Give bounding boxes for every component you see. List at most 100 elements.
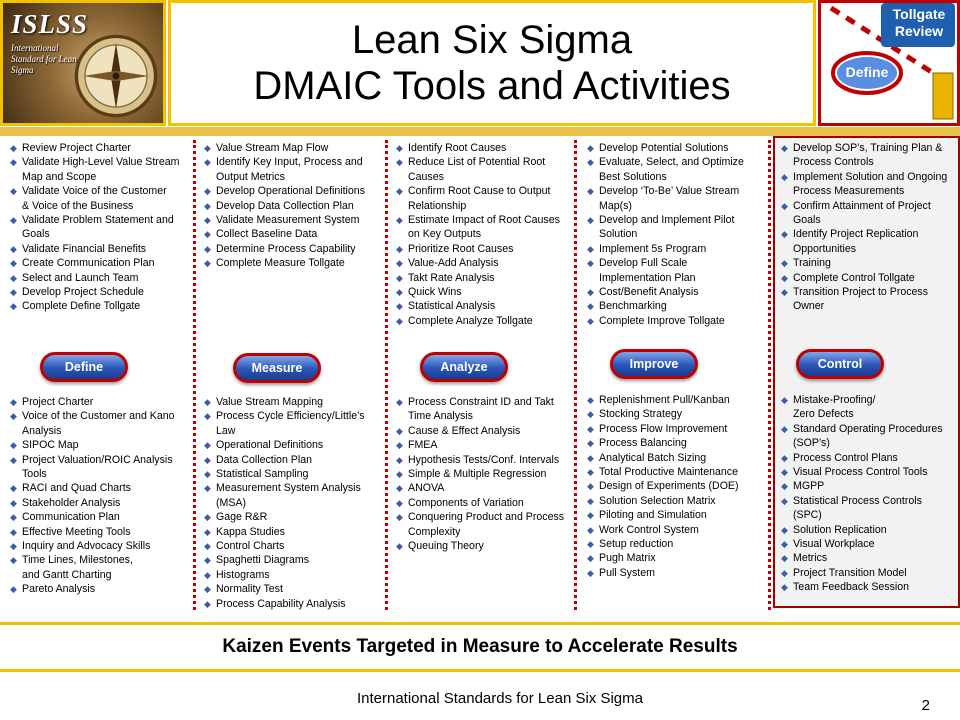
page-number: 2 <box>921 697 930 714</box>
list-item: Work Control System <box>587 523 763 538</box>
list-item: Piloting and Simulation <box>587 508 763 523</box>
list-item: Evaluate, Select, and Optimize Best Solu… <box>587 155 759 184</box>
list-item: Communication Plan <box>10 510 180 525</box>
footer-text: International Standards for Lean Six Sig… <box>356 690 643 707</box>
list-item: SIPOC Map <box>10 438 180 453</box>
list-item: Stakeholder Analysis <box>10 496 180 511</box>
list-item: Queuing Theory <box>396 539 570 554</box>
list-item: Value Stream Map Flow <box>204 141 380 156</box>
column-divider <box>768 140 771 610</box>
list-item: Training <box>781 256 953 271</box>
list-item: Complete Improve Tollgate <box>587 314 759 329</box>
phase-pill-control: Control <box>796 349 884 379</box>
list-item: Process Capability Analysis <box>204 597 380 612</box>
list-item: Confirm Attainment of Project Goals <box>781 199 953 228</box>
list-item: Project Charter <box>10 395 180 410</box>
control-tools-list: Mistake-Proofing/ Zero Defects Standard … <box>781 393 953 595</box>
list-item: Histograms <box>204 568 380 583</box>
list-item: Validate Voice of the Customer & Voice o… <box>10 184 180 213</box>
page-title-line2: DMAIC Tools and Activities <box>253 64 731 108</box>
list-item: Develop SOP’s, Training Plan & Process C… <box>781 141 953 170</box>
list-item: Analytical Batch Sizing <box>587 451 763 466</box>
list-item: Prioritize Root Causes <box>396 242 568 257</box>
list-item: Data Collection Plan <box>204 453 380 468</box>
list-item: Total Productive Maintenance <box>587 465 763 480</box>
list-item: Process Balancing <box>587 436 763 451</box>
list-item: Process Cycle Efficiency/Little’s Law <box>204 409 380 438</box>
list-item: Time Lines, Milestones, and Gantt Charti… <box>10 553 180 582</box>
list-item: Value Stream Mapping <box>204 395 380 410</box>
analyze-tools-list: Process Constraint ID and Takt Time Anal… <box>396 395 570 554</box>
list-item: Normality Test <box>204 582 380 597</box>
list-item: Develop Data Collection Plan <box>204 199 380 214</box>
list-item: Replenishment Pull/Kanban <box>587 393 763 408</box>
list-item: Gage R&R <box>204 510 380 525</box>
list-item: Solution Replication <box>781 523 953 538</box>
list-item: Visual Process Control Tools <box>781 465 953 480</box>
improve-tools-list: Replenishment Pull/Kanban Stocking Strat… <box>587 393 763 581</box>
measure-tools-list: Value Stream Mapping Process Cycle Effic… <box>204 395 380 612</box>
list-item: Cause & Effect Analysis <box>396 424 570 439</box>
list-item: Visual Workplace <box>781 537 953 552</box>
column-divider <box>385 140 388 610</box>
list-item: Develop Potential Solutions <box>587 141 759 156</box>
list-item: Complete Measure Tollgate <box>204 256 380 271</box>
list-item: Develop and Implement Pilot Solution <box>587 213 759 242</box>
list-item: Standard Operating Procedures (SOP’s) <box>781 422 953 451</box>
list-item: Develop Project Schedule <box>10 285 180 300</box>
list-item: Conquering Product and Process Complexit… <box>396 510 570 539</box>
list-item: Design of Experiments (DOE) <box>587 479 763 494</box>
list-item: Mistake-Proofing/ Zero Defects <box>781 393 953 422</box>
list-item: Cost/Benefit Analysis <box>587 285 759 300</box>
list-item: Transition Project to Process Owner <box>781 285 953 314</box>
list-item: Review Project Charter <box>10 141 180 156</box>
list-item: Measurement System Analysis (MSA) <box>204 481 380 510</box>
list-item: Implement Solution and Ongoing Process M… <box>781 170 953 199</box>
phase-pill-improve: Improve <box>610 349 698 379</box>
list-item: Collect Baseline Data <box>204 227 380 242</box>
list-item: Kappa Studies <box>204 525 380 540</box>
logo-subtitle: International Standard for Lean Six Sigm… <box>11 43 90 75</box>
list-item: Determine Process Capability <box>204 242 380 257</box>
tollgate-define-button: Define <box>845 64 889 80</box>
list-item: Value-Add Analysis <box>396 256 568 271</box>
measure-activities-list: Value Stream Map Flow Identify Key Input… <box>204 141 380 271</box>
list-item: Setup reduction <box>587 537 763 552</box>
analyze-activities-list: Identify Root Causes Reduce List of Pote… <box>396 141 568 329</box>
title-box: Lean Six Sigma DMAIC Tools and Activitie… <box>168 0 816 126</box>
column-divider <box>193 140 196 610</box>
list-item: Voice of the Customer and Kano Analysis <box>10 409 180 438</box>
list-item: Project Transition Model <box>781 566 953 581</box>
logo-title: ISLSS <box>11 9 89 39</box>
phase-pill-analyze: Analyze <box>420 352 508 382</box>
list-item: Quick Wins <box>396 285 568 300</box>
list-item: Takt Rate Analysis <box>396 271 568 286</box>
list-item: FMEA <box>396 438 570 453</box>
column-divider <box>574 140 577 610</box>
list-item: Validate High-Level Value Stream Map and… <box>10 155 180 184</box>
list-item: Select and Launch Team <box>10 271 180 286</box>
list-item: Complete Control Tollgate <box>781 271 953 286</box>
tollgate-review-graphic: Tollgate Review Define <box>818 0 960 126</box>
list-item: Process Constraint ID and Takt Time Anal… <box>396 395 570 424</box>
control-activities-list: Develop SOP’s, Training Plan & Process C… <box>781 141 953 314</box>
list-item: Pareto Analysis <box>10 582 180 597</box>
list-item: Metrics <box>781 551 953 566</box>
list-item: Identify Key Input, Process and Output M… <box>204 155 380 184</box>
list-item: Statistical Sampling <box>204 467 380 482</box>
list-item: Reduce List of Potential Root Causes <box>396 155 568 184</box>
list-item: Process Flow Improvement <box>587 422 763 437</box>
phase-pill-define: Define <box>40 352 128 382</box>
list-item: Benchmarking <box>587 299 759 314</box>
list-item: RACI and Quad Charts <box>10 481 180 496</box>
list-item: Confirm Root Cause to Output Relationshi… <box>396 184 568 213</box>
list-item: Control Charts <box>204 539 380 554</box>
list-item: Statistical Process Controls (SPC) <box>781 494 953 523</box>
page-title-line1: Lean Six Sigma <box>351 18 633 62</box>
list-item: Project Valuation/ROIC Analysis Tools <box>10 453 180 482</box>
list-item: Develop ‘To-Be’ Value Stream Map(s) <box>587 184 759 213</box>
compass-icon <box>74 34 158 118</box>
list-item: Validate Problem Statement and Goals <box>10 213 180 242</box>
list-item: ANOVA <box>396 481 570 496</box>
list-item: Validate Financial Benefits <box>10 242 180 257</box>
